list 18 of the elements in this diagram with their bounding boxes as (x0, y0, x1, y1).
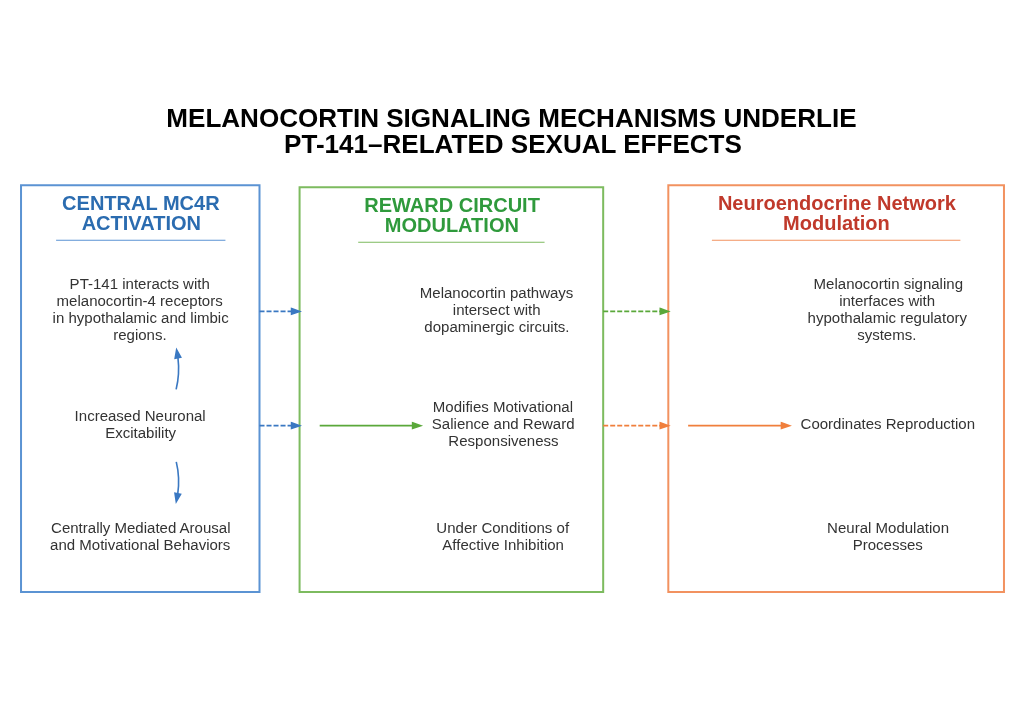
node-text: Melanocortin pathways intersect with dopaminergic circuits. (419, 283, 573, 335)
diagram-title: MELANOCORTIN SIGNALING MECHANISMS UNDERLIE PT-141–RELATED SEXUAL EFFECTS (165, 102, 857, 159)
node-text: Centrally Mediated Arousal and Motivational Behaviors (49, 518, 231, 553)
arrow (173, 461, 182, 505)
node-text: Melanocortin signaling interfaces with hypothalamic regulatory systems. (807, 275, 967, 344)
node-text: Increased Neuronal Excitability (74, 406, 206, 441)
node-text: Modifies Motivational Salience and Reward Responsiveness (431, 398, 575, 450)
arrow (686, 421, 792, 430)
arrow (173, 347, 182, 391)
node-text: Coordinates Reproduction (800, 415, 975, 433)
arrow (258, 307, 302, 316)
arrow (601, 307, 671, 316)
arrow (258, 421, 302, 430)
node-text: Neural Modulation Processes (826, 518, 949, 553)
node-text: PT-141 interacts with melanocortin-4 receptors in hypothalamic and limbic regions. (52, 275, 229, 344)
node-text: Under Conditions of Affective Inhibition (435, 518, 569, 553)
arrow (601, 421, 671, 430)
arrow (318, 421, 423, 430)
